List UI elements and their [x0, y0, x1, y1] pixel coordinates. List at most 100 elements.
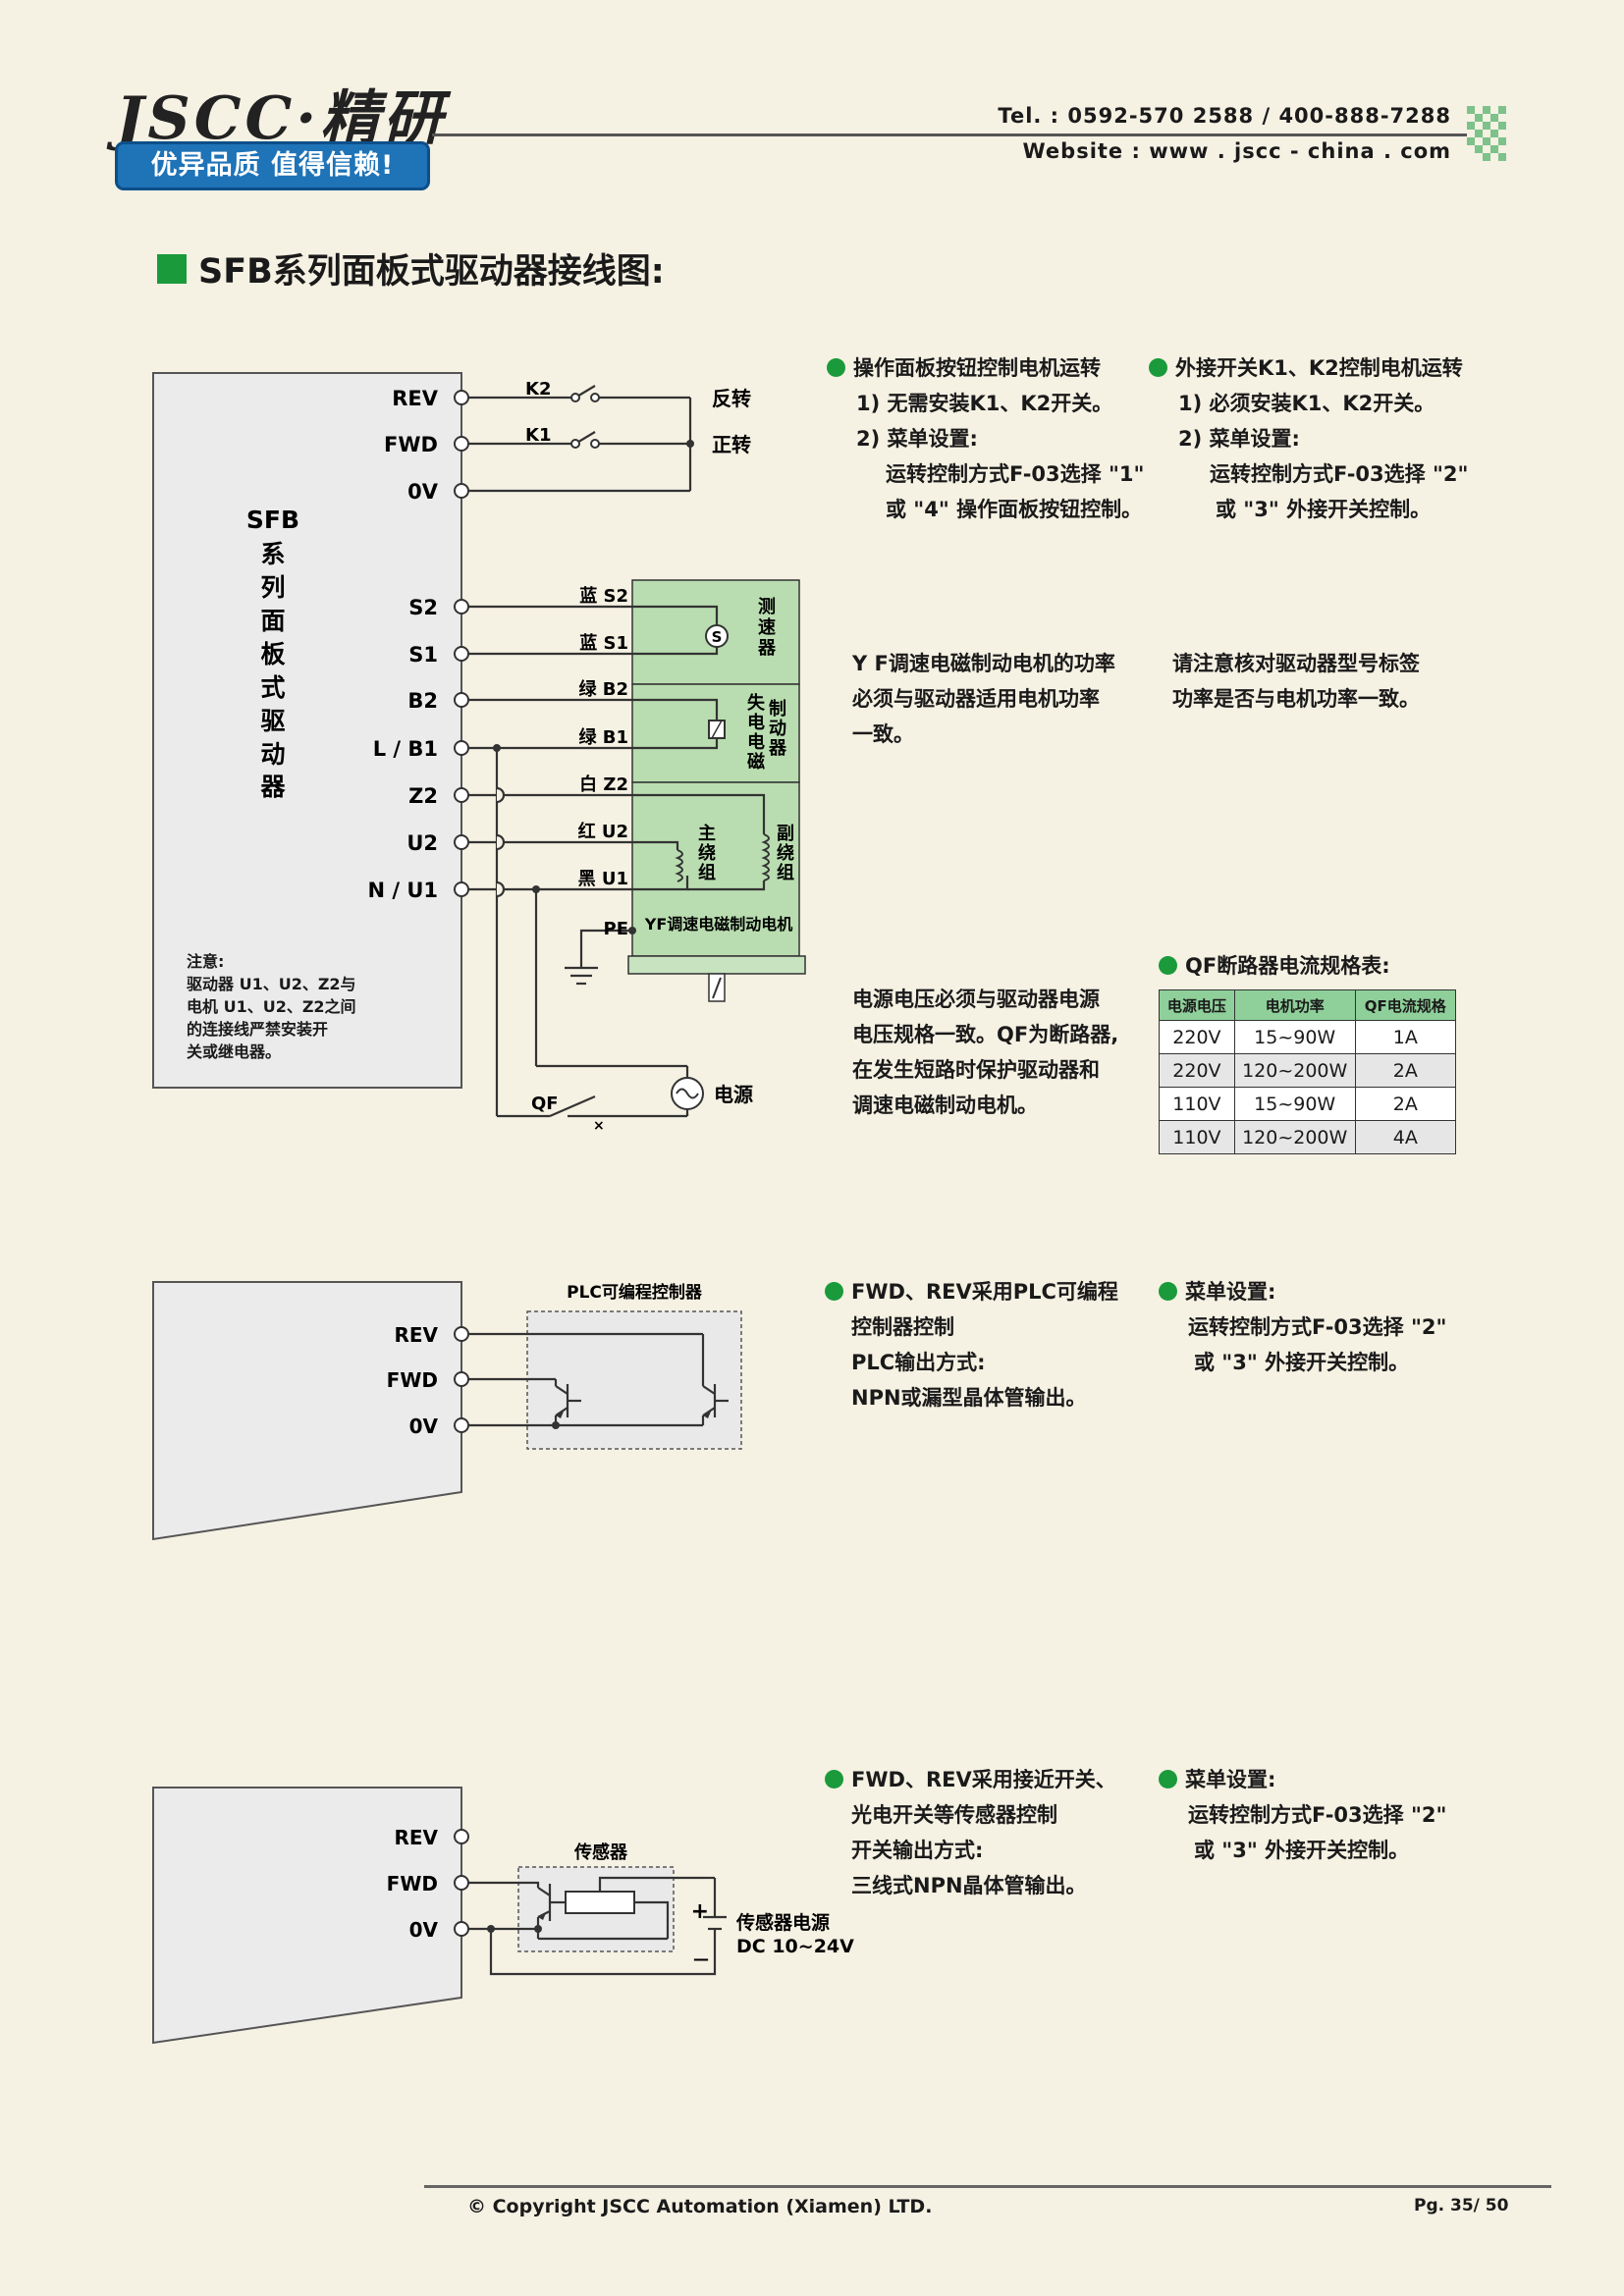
terminal-label: REV	[394, 1826, 438, 1849]
terminal-label: FWD	[384, 433, 438, 456]
supply-label: 传感器电源	[735, 1911, 830, 1934]
terminal-label: FWD	[387, 1872, 438, 1896]
bullet-icon	[1149, 358, 1167, 377]
terminal-label: REV	[392, 387, 439, 410]
main-winding-label: 主	[698, 823, 716, 844]
header-rule	[432, 133, 1467, 136]
terminal-label: REV	[394, 1323, 438, 1347]
drive-label: 器	[259, 773, 286, 801]
brake-label: 磁	[747, 751, 765, 773]
copyright-text: © Copyright JSCC Automation (Xiamen) LTD…	[467, 2196, 933, 2217]
qf-header: 电源电压	[1159, 989, 1235, 1021]
forward-label: 正转	[712, 433, 751, 456]
terminal-label: FWD	[387, 1368, 438, 1392]
drive-label: 面	[260, 607, 285, 635]
power-supply-note: 电源电压必须与驱动器电源 电压规格一致。QF为断路器, 在发生短路时保护驱动器和…	[852, 988, 1119, 1117]
svg-text:S: S	[712, 628, 723, 646]
switch-k2-label: K2	[525, 379, 551, 400]
motor-power-note: Y F调速电磁制动电机的功率 必须与驱动器适用电机功率 一致。	[852, 652, 1115, 746]
sensor-label: 传感器	[573, 1842, 628, 1863]
wire-label: 蓝 S1	[579, 633, 628, 654]
drive-note: 注意: 驱动器 U1、U2、Z2与 电机 U1、U2、Z2之间 的连接线严禁安装…	[187, 952, 356, 1061]
drive-box-partial	[152, 1281, 462, 1541]
terminal-label: 0V	[407, 480, 439, 504]
terminal-label: S2	[408, 596, 438, 619]
brake-label: 器	[768, 738, 787, 759]
wiring-diagram-plc: REV FWD 0V PLC可编程控制器	[152, 1281, 742, 1541]
wire-label: 蓝 S2	[579, 586, 628, 607]
qf-label: QF	[531, 1094, 559, 1114]
bullet-icon	[825, 1282, 843, 1301]
sensor-text: FWD、REV采用接近开关、 光电开关等传感器控制 开关输出方式: 三线式NPN…	[825, 1762, 1116, 1903]
green-square-icon	[157, 253, 187, 284]
wiring-diagram-sensor: REV FWD 0V 传感器 + — 传感器电源 DC 10~24V	[152, 1787, 854, 2045]
tachometer-block	[631, 579, 800, 685]
qf-header: QF电流规格	[1354, 989, 1457, 1021]
brake-label: 电	[747, 731, 765, 753]
plus-sign: +	[691, 1899, 709, 1924]
aux-winding-label: 组	[777, 862, 794, 883]
sensor-element-icon	[565, 1891, 635, 1914]
drive-label: 板	[260, 640, 285, 668]
drive-label: SFB	[246, 506, 299, 534]
footer-rule	[424, 2185, 1551, 2188]
tel-text: Tel. : 0592-570 2588 / 400-888-7288	[998, 104, 1451, 128]
terminal-label: 0V	[409, 1918, 439, 1942]
section-title-text: SFB系列面板式驱动器接线图:	[198, 252, 665, 292]
aux-winding-icon	[761, 833, 770, 881]
main-winding-icon	[675, 849, 683, 882]
terminal-label: B2	[407, 689, 438, 713]
plc-menu-text: 菜单设置: 运转控制方式F-03选择 "2" 或 "3" 外接开关控制。	[1159, 1274, 1446, 1380]
brake-label: 动	[769, 719, 786, 739]
wire-label: 白 Z2	[579, 774, 628, 795]
tacho-label: 测	[758, 596, 776, 617]
qf-header: 电机功率	[1233, 989, 1356, 1021]
bullet-icon	[827, 358, 845, 377]
tacho-icon	[705, 624, 729, 648]
page-number: Pg. 35/ 50	[1414, 2196, 1509, 2216]
slogan-badge: 优异品质 值得信赖!	[115, 141, 430, 190]
wiring-diagram-main: S × REV FWD 0V S2 S1 B2 L / B1 Z2 U2 N /…	[152, 372, 806, 1134]
drive-box-partial	[152, 1787, 462, 2045]
drive-box	[152, 372, 462, 1089]
bullet-icon	[1159, 1282, 1177, 1301]
bullet-icon	[1159, 955, 1177, 975]
motor-block	[631, 781, 800, 957]
plc-label: PLC可编程控制器	[567, 1282, 703, 1303]
checker-pattern-icon	[1467, 106, 1506, 161]
wire-label: 绿 B2	[578, 678, 628, 700]
terminal-label: Z2	[408, 784, 438, 808]
brake-label: 制	[769, 699, 786, 720]
wire-label: 绿 B1	[578, 726, 628, 748]
bullet-icon	[825, 1770, 843, 1789]
drive-label: 驱	[260, 707, 285, 735]
label-check-note: 请注意核对驱动器型号标签 功率是否与电机功率一致。	[1172, 652, 1420, 711]
terminal-label: S1	[408, 643, 438, 667]
brake-label: 失	[747, 692, 766, 714]
pe-label: PE	[604, 919, 629, 939]
brake-label: 电	[747, 712, 765, 733]
main-winding-label: 组	[698, 862, 716, 883]
main-winding-label: 绕	[698, 842, 716, 864]
terminal-label: U2	[406, 831, 438, 855]
aux-winding-label: 副	[777, 824, 794, 844]
plc-box	[526, 1310, 742, 1450]
website-text: Website : www . jscc - china . com	[1022, 139, 1451, 163]
terminal-label: 0V	[409, 1415, 439, 1438]
aux-winding-label: 绕	[777, 842, 794, 864]
tacho-label: 器	[757, 638, 777, 659]
svg-text:×: ×	[593, 1118, 605, 1134]
drive-label: 系	[260, 540, 285, 568]
wire-label: 红 U2	[578, 821, 628, 842]
supply-label: DC 10~24V	[736, 1936, 854, 1957]
plc-text: FWD、REV采用PLC可编程 控制器控制 PLC输出方式: NPN或漏型晶体管…	[825, 1274, 1118, 1415]
external-switch-text: 外接开关K1、K2控制电机运转 1) 必须安装K1、K2开关。 2) 菜单设置:…	[1149, 350, 1483, 527]
sensor-menu-text: 菜单设置: 运转控制方式F-03选择 "2" 或 "3" 外接开关控制。	[1159, 1762, 1446, 1868]
bullet-icon	[1159, 1770, 1177, 1789]
reverse-label: 反转	[712, 387, 751, 410]
